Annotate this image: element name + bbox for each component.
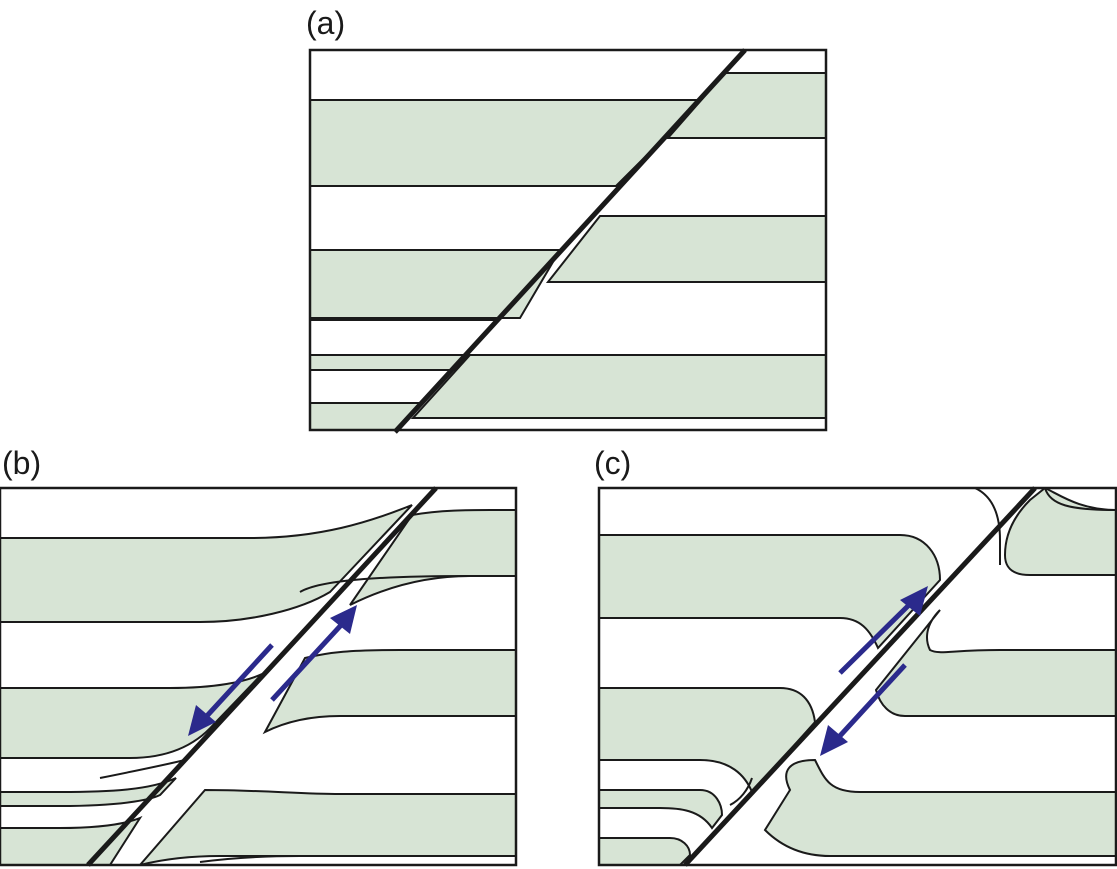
- fault-c: [683, 486, 1037, 867]
- panel-b-label: (b): [2, 445, 41, 481]
- bed-c-line-1: [974, 488, 1002, 565]
- bed-a-left-1: [310, 99, 705, 187]
- panel-c-frame: [597, 486, 1117, 867]
- panel-a-label: (a): [306, 5, 345, 41]
- fault-a: [393, 48, 747, 434]
- bed-a-right-2: [545, 215, 826, 283]
- panel-b: (b): [0, 445, 518, 867]
- panel-a-beds: [310, 72, 826, 430]
- bed-a-left-4: [310, 402, 425, 430]
- slip-arrow-down-left-icon: [820, 663, 907, 756]
- slip-arrow-up-right-icon: [838, 586, 928, 675]
- bed-a-right-3: [410, 354, 826, 419]
- slip-arrow-up-right-icon: [270, 605, 357, 702]
- bed-b-left-3: [0, 777, 177, 807]
- panel-c-beds: [599, 488, 1116, 865]
- panel-a-frame: [308, 48, 828, 432]
- panel-c: (c): [594, 445, 1117, 867]
- bed-b-left-4: [0, 815, 143, 865]
- bed-a-left-2: [310, 249, 562, 319]
- bed-b-line-3: [99, 759, 186, 779]
- bed-a-left-3: [310, 354, 473, 371]
- bed-c-line-4: [1044, 488, 1116, 511]
- bed-c-right-2: [874, 609, 1116, 717]
- bed-b-left-2: [0, 673, 263, 759]
- bed-b-line-4: [199, 855, 301, 863]
- bed-c-right-3: [763, 758, 1116, 857]
- bed-c-left-2: [599, 687, 817, 794]
- panel-b-frame: [0, 486, 518, 867]
- bed-b-right-2: [262, 649, 516, 735]
- panel-c-label: (c): [594, 445, 631, 481]
- bed-b-right-3: [138, 788, 516, 865]
- bed-c-left-1: [599, 534, 942, 650]
- panel-a: (a): [306, 5, 828, 434]
- bed-c-left-3: [599, 789, 724, 830]
- bed-b-left-1: [0, 504, 413, 623]
- bed-c-line-3: [729, 777, 753, 806]
- fault-b: [86, 486, 438, 867]
- bed-c-left-4: [599, 837, 692, 865]
- slip-arrow-down-left-icon: [188, 643, 274, 736]
- panel-b-beds: [0, 504, 516, 865]
- bed-b-line-2: [299, 575, 471, 593]
